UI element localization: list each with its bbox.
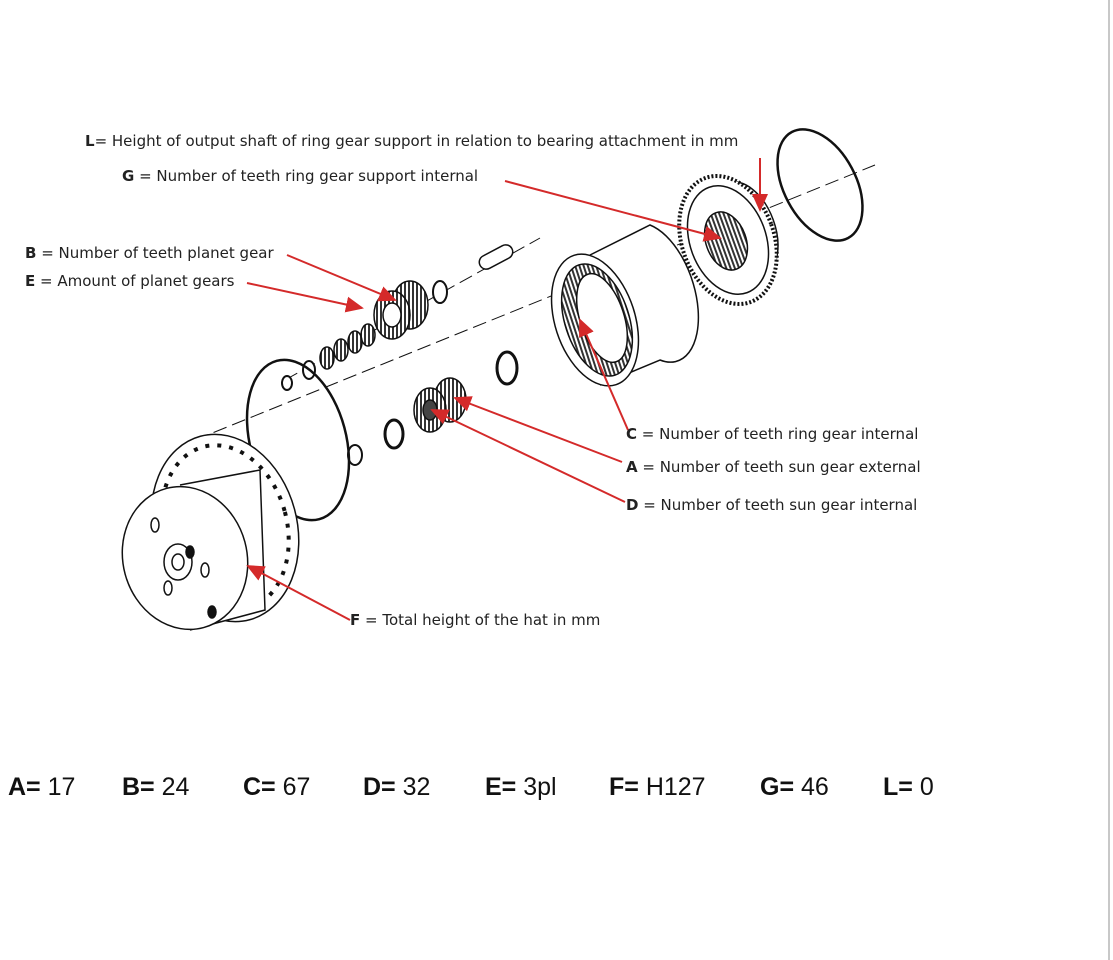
label-text: = Number of teeth sun gear internal <box>638 496 918 514</box>
value-key: G= <box>760 773 795 801</box>
label-key: E <box>25 272 36 290</box>
label-text: = Total height of the hat in mm <box>360 611 601 629</box>
label-key: C <box>626 425 638 443</box>
value-number: 46 <box>794 773 829 801</box>
value-key: E= <box>485 773 517 801</box>
label-text: = Number of teeth ring gear support inte… <box>134 167 479 185</box>
arrow-D <box>430 409 626 503</box>
value-number: 32 <box>395 773 431 801</box>
arrow-G <box>504 180 722 242</box>
page-edge <box>1108 0 1110 960</box>
arrow-A <box>453 396 623 463</box>
value-number: 0 <box>912 773 934 801</box>
washer <box>432 280 448 304</box>
value-D: D= 32 <box>363 773 430 802</box>
arrow-E <box>246 282 364 313</box>
label-D: D = Number of teeth sun gear internal <box>626 496 917 514</box>
label-text: = Number of teeth sun gear external <box>637 458 921 476</box>
value-B: B= 24 <box>122 773 189 802</box>
label-L: L= Height of output shaft of ring gear s… <box>85 132 738 150</box>
label-text: = Number of teeth planet gear <box>36 244 274 262</box>
value-E: E= 3pl <box>485 773 557 802</box>
label-text: = Number of teeth ring gear internal <box>637 425 919 443</box>
value-A: A= 17 <box>8 773 75 802</box>
label-E: E = Amount of planet gears <box>25 272 234 290</box>
value-key: C= <box>243 773 276 801</box>
needle-bearings <box>319 323 376 370</box>
label-F: F = Total height of the hat in mm <box>350 611 600 629</box>
value-F: F= H127 <box>609 773 706 802</box>
label-G: G = Number of teeth ring gear support in… <box>122 167 478 185</box>
label-C: C = Number of teeth ring gear internal <box>626 425 918 443</box>
center-axis <box>194 164 876 441</box>
value-C: C= 67 <box>243 773 310 802</box>
sun-gear <box>413 377 467 433</box>
ring-gear <box>550 224 700 387</box>
value-key: B= <box>122 773 155 801</box>
value-key: A= <box>8 773 41 801</box>
value-number: 17 <box>40 773 76 801</box>
pin <box>478 244 514 270</box>
label-key: D <box>626 496 639 514</box>
o-ring-right <box>776 128 864 242</box>
arrow-F <box>246 565 351 621</box>
value-number: 67 <box>275 773 311 801</box>
hat <box>121 433 300 631</box>
label-A: A = Number of teeth sun gear external <box>626 458 921 476</box>
value-key: L= <box>883 773 913 801</box>
label-B: B = Number of teeth planet gear <box>25 244 274 262</box>
value-key: F= <box>609 773 639 801</box>
label-key: G <box>122 167 135 185</box>
label-key: B <box>25 244 37 262</box>
arrow-B <box>286 254 397 302</box>
value-number: 24 <box>154 773 190 801</box>
value-G: G= 46 <box>760 773 829 802</box>
label-text: = Amount of planet gears <box>35 272 235 290</box>
value-number: 3pl <box>516 773 557 801</box>
value-L: L= 0 <box>883 773 934 802</box>
value-number: H127 <box>638 773 706 801</box>
label-text: = Height of output shaft of ring gear su… <box>94 132 739 150</box>
label-key: A <box>626 458 638 476</box>
label-key: L <box>85 132 95 150</box>
planet-gear <box>373 280 429 340</box>
arrow-C <box>579 318 629 431</box>
value-key: D= <box>363 773 396 801</box>
label-key: F <box>350 611 361 629</box>
